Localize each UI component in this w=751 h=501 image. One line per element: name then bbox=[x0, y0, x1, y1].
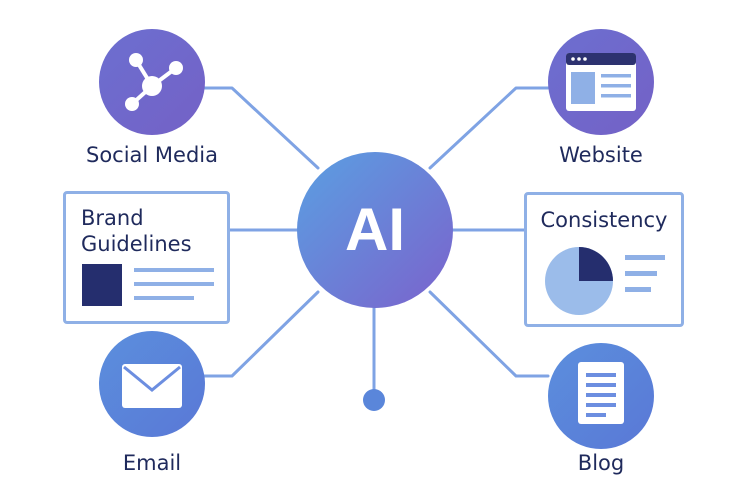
connector-website bbox=[428, 86, 550, 170]
document-icon bbox=[578, 362, 624, 424]
connector-blog bbox=[428, 290, 550, 378]
email-node bbox=[99, 331, 205, 437]
browser-window-icon bbox=[566, 53, 636, 111]
email-label: Email bbox=[122, 451, 182, 475]
network-share-icon bbox=[125, 53, 183, 111]
website-label: Website bbox=[559, 143, 643, 167]
connector-email bbox=[201, 290, 320, 378]
pie-chart-icon bbox=[545, 247, 665, 315]
blog-node bbox=[548, 343, 654, 449]
ai-hub-label: AI bbox=[345, 196, 405, 263]
social-media-node bbox=[99, 29, 205, 135]
consistency-card: Consistency bbox=[524, 192, 684, 327]
blog-label: Blog bbox=[577, 451, 625, 475]
connector-endpoint-dot bbox=[363, 389, 385, 411]
brand-swatch-icon bbox=[82, 264, 214, 306]
brand-guidelines-card: Brand Guidelines bbox=[63, 191, 230, 324]
consistency-title: Consistency bbox=[540, 208, 668, 232]
social-media-label: Social Media bbox=[85, 143, 218, 167]
brand-guidelines-title-line1: Brand bbox=[81, 206, 144, 230]
website-node bbox=[548, 29, 654, 135]
brand-guidelines-title-line2: Guidelines bbox=[81, 232, 192, 256]
ai-hub-circle bbox=[297, 152, 453, 308]
envelope-icon bbox=[122, 364, 182, 408]
connector-social-media bbox=[201, 86, 320, 170]
